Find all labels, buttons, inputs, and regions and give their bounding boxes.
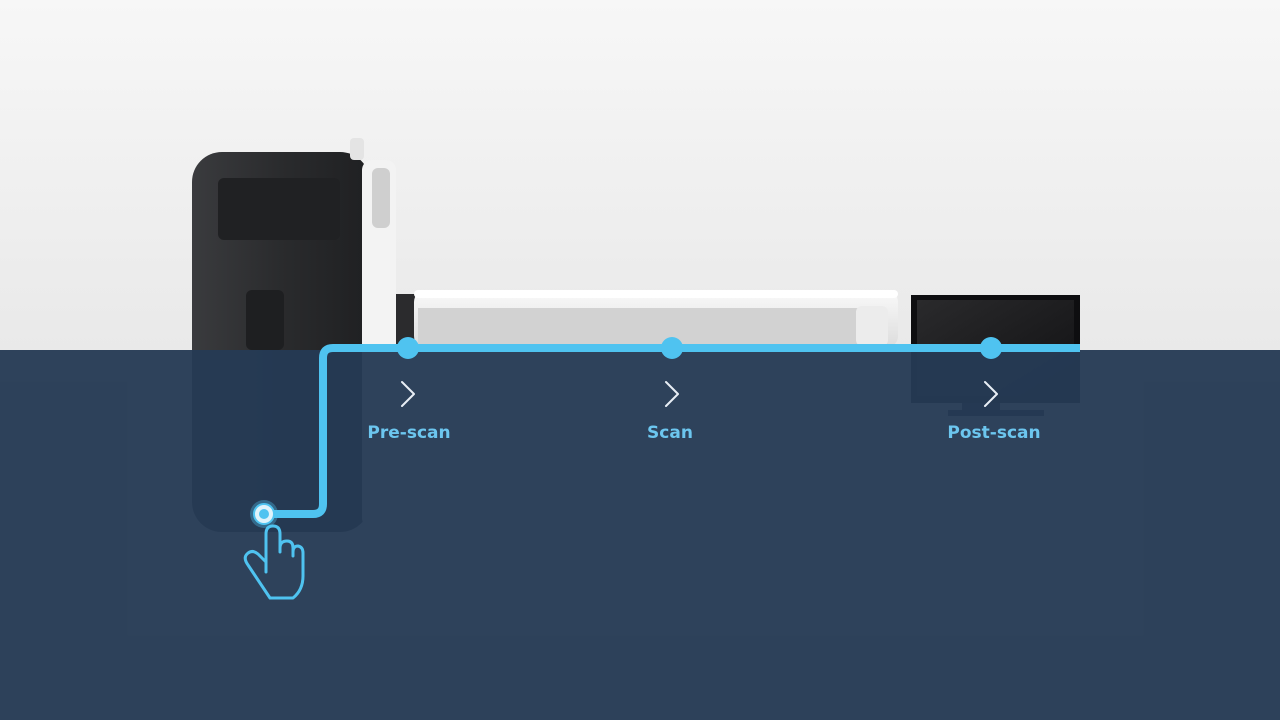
workflow-path: [264, 344, 1080, 518]
step-label-pre-scan: Pre-scan: [367, 423, 451, 443]
step-label-post-scan: Post-scan: [947, 423, 1041, 443]
patient-table: [396, 290, 898, 348]
step-dot-pre-scan: [397, 337, 419, 359]
chevron-right-icon: [401, 381, 415, 407]
step-markers: [397, 337, 1002, 407]
hand-pointer-icon: [243, 524, 305, 600]
start-button-icon: [250, 500, 278, 528]
step-dot-scan: [661, 337, 683, 359]
step-dot-post-scan: [980, 337, 1002, 359]
step-label-scan: Scan: [647, 423, 693, 443]
chevron-right-icon: [665, 381, 679, 407]
chevron-right-icon: [984, 381, 998, 407]
lower-panel: [0, 350, 1280, 720]
